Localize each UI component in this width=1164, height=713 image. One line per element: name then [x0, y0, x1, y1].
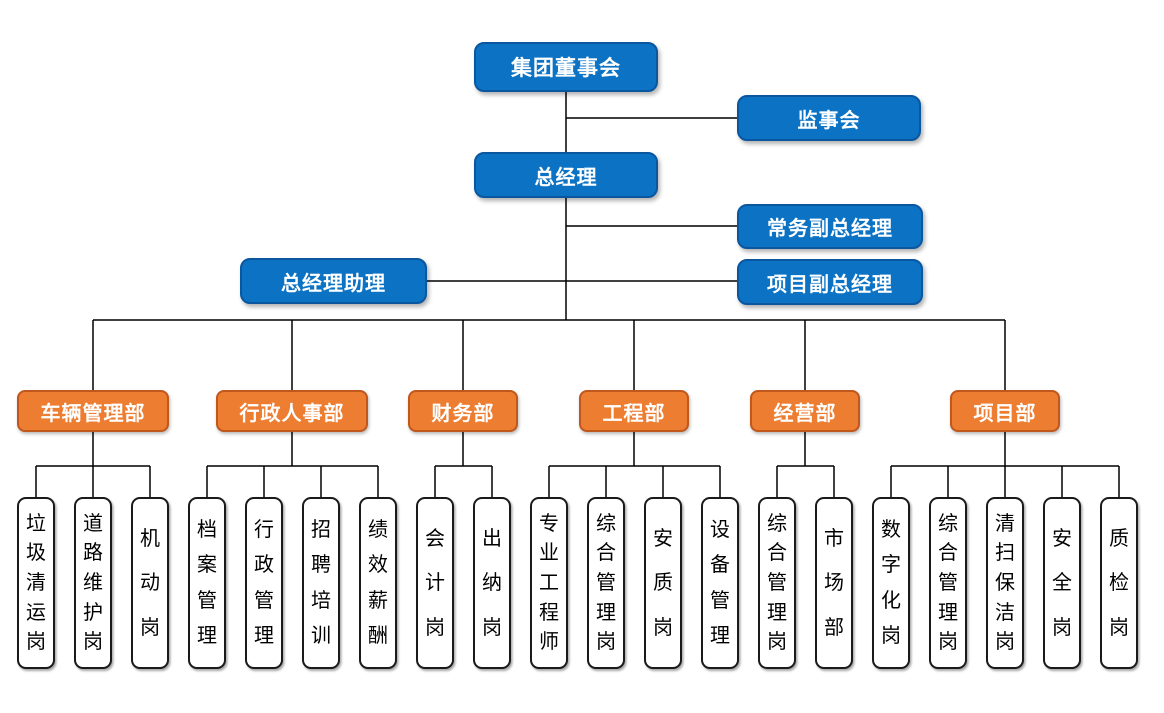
position-node: 绩效薪酬 [359, 497, 397, 669]
node-executive-deputy-gm: 常务副总经理 [737, 204, 923, 249]
position-node: 清扫保洁岗 [986, 497, 1024, 669]
position-node: 道路维护岗 [74, 497, 112, 669]
position-node: 垃圾清运岗 [17, 497, 55, 669]
dept-admin-hr: 行政人事部 [216, 390, 368, 432]
position-node: 安全岗 [1043, 497, 1081, 669]
position-node: 设备管理 [701, 497, 739, 669]
dept-project: 项目部 [950, 390, 1060, 432]
position-node: 档案管理 [188, 497, 226, 669]
position-node: 行政管理 [245, 497, 283, 669]
dept-operations: 经营部 [750, 390, 860, 432]
dept-vehicle-management: 车辆管理部 [17, 390, 169, 432]
position-node: 数字化岗 [872, 497, 910, 669]
position-node: 综合管理岗 [758, 497, 796, 669]
node-gm-assistant: 总经理助理 [240, 258, 427, 304]
node-supervisory-board: 监事会 [737, 95, 921, 141]
position-node: 市场部 [815, 497, 853, 669]
node-group-board: 集团董事会 [474, 42, 658, 92]
position-node: 安质岗 [644, 497, 682, 669]
node-project-deputy-gm: 项目副总经理 [737, 259, 923, 305]
dept-finance: 财务部 [408, 390, 518, 432]
position-node: 招聘培训 [302, 497, 340, 669]
position-node: 机动岗 [131, 497, 169, 669]
position-node: 出纳岗 [473, 497, 511, 669]
position-node: 综合管理岗 [587, 497, 625, 669]
position-node: 综合管理岗 [929, 497, 967, 669]
dept-engineering: 工程部 [579, 390, 689, 432]
position-node: 会计岗 [416, 497, 454, 669]
position-node: 质检岗 [1100, 497, 1138, 669]
node-general-manager: 总经理 [474, 152, 658, 198]
position-node: 专业工程师 [530, 497, 568, 669]
